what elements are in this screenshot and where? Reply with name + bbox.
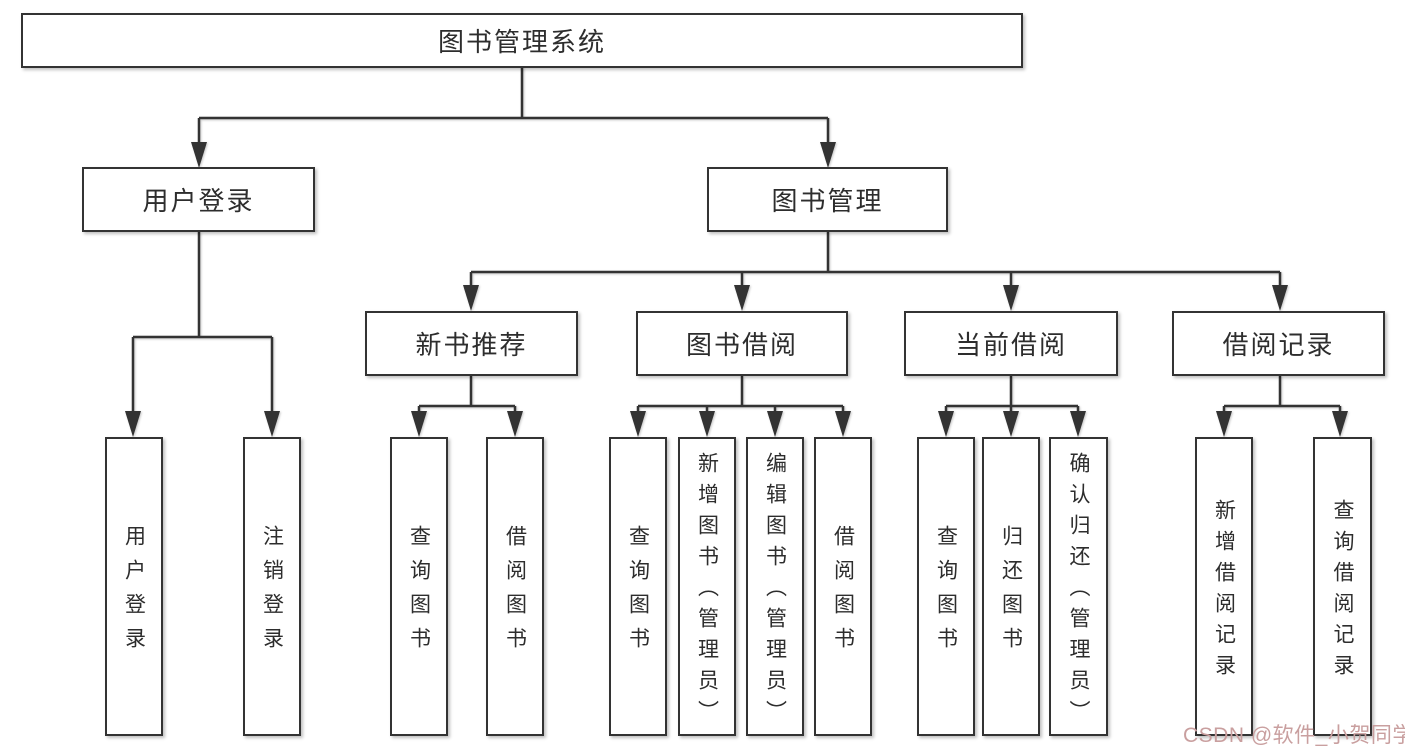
arrow-down-icon (1070, 411, 1086, 437)
arrow-down-icon (1332, 411, 1348, 437)
node-borrowing-records: 借阅记录 (1172, 311, 1385, 376)
node-current-borrowing: 当前借阅 (904, 311, 1118, 376)
leaf-user-login: 用户登录 (105, 437, 163, 736)
arrow-down-icon (507, 411, 523, 437)
arrow-down-icon (1272, 285, 1288, 311)
leaf-query-books-recommend: 查询图书 (390, 437, 448, 736)
leaf-label: 新增图书（管理员） (695, 452, 719, 731)
leaf-query-books-current: 查询图书 (917, 437, 975, 736)
arrow-down-icon (191, 142, 207, 168)
arrow-down-icon (1003, 285, 1019, 311)
leaf-label: 借阅图书 (503, 525, 527, 661)
node-book-management: 图书管理 (707, 167, 948, 232)
connector-bookmgmt-to-level3 (469, 232, 1282, 290)
arrow-down-icon (820, 142, 836, 168)
node-library-management-system: 图书管理系统 (21, 13, 1023, 68)
leaf-label: 用户登录 (122, 525, 146, 661)
csdn-watermark: CSDN @软件_小贺同学 (1183, 724, 1405, 747)
arrow-down-icon (938, 411, 954, 437)
node-new-book-recommendation: 新书推荐 (365, 311, 578, 376)
leaf-borrow-books-borrowing: 借阅图书 (814, 437, 872, 736)
leaf-logout: 注销登录 (243, 437, 301, 736)
connector-borrowrecords-to-leaves (1222, 376, 1342, 416)
leaf-label: 查询图书 (626, 525, 650, 661)
arrow-down-icon (411, 411, 427, 437)
leaf-return-books: 归还图书 (982, 437, 1040, 736)
connector-currentborrow-to-leaves (944, 376, 1080, 416)
leaf-add-books-admin: 新增图书（管理员） (678, 437, 736, 736)
leaf-label: 注销登录 (260, 525, 284, 661)
arrow-down-icon (463, 285, 479, 311)
connector-userlogin-to-leaves (131, 232, 274, 415)
leaf-add-borrow-record: 新增借阅记录 (1195, 437, 1253, 736)
leaf-edit-books-admin: 编辑图书（管理员） (746, 437, 804, 736)
leaf-label: 新增借阅记录 (1212, 498, 1236, 685)
leaf-label: 编辑图书（管理员） (763, 452, 787, 731)
leaf-confirm-return-admin: 确认归还（管理员） (1049, 437, 1108, 736)
node-user-login: 用户登录 (82, 167, 315, 232)
arrow-down-icon (264, 411, 280, 437)
leaf-label: 查询图书 (934, 525, 958, 661)
arrow-down-icon (1216, 411, 1232, 437)
leaf-borrow-books-recommend: 借阅图书 (486, 437, 544, 736)
leaf-label: 归还图书 (999, 525, 1023, 661)
leaf-query-borrow-record: 查询借阅记录 (1313, 437, 1372, 736)
arrow-down-icon (630, 411, 646, 437)
connector-root-to-level2 (197, 67, 830, 146)
arrow-down-icon (1003, 411, 1019, 437)
arrow-down-icon (699, 411, 715, 437)
leaf-label: 查询图书 (407, 525, 431, 661)
arrow-down-icon (835, 411, 851, 437)
arrow-down-icon (767, 411, 783, 437)
leaf-query-books-borrowing: 查询图书 (609, 437, 667, 736)
arrow-down-icon (125, 411, 141, 437)
leaf-label: 确认归还（管理员） (1067, 452, 1090, 731)
leaf-label: 查询借阅记录 (1331, 498, 1354, 685)
leaf-label: 借阅图书 (831, 525, 855, 661)
connector-bookborrow-to-leaves (636, 376, 845, 416)
arrow-down-icon (734, 285, 750, 311)
arrowheads (125, 142, 1348, 437)
node-book-borrowing: 图书借阅 (636, 311, 848, 376)
connector-newbook-to-leaves (417, 376, 517, 416)
